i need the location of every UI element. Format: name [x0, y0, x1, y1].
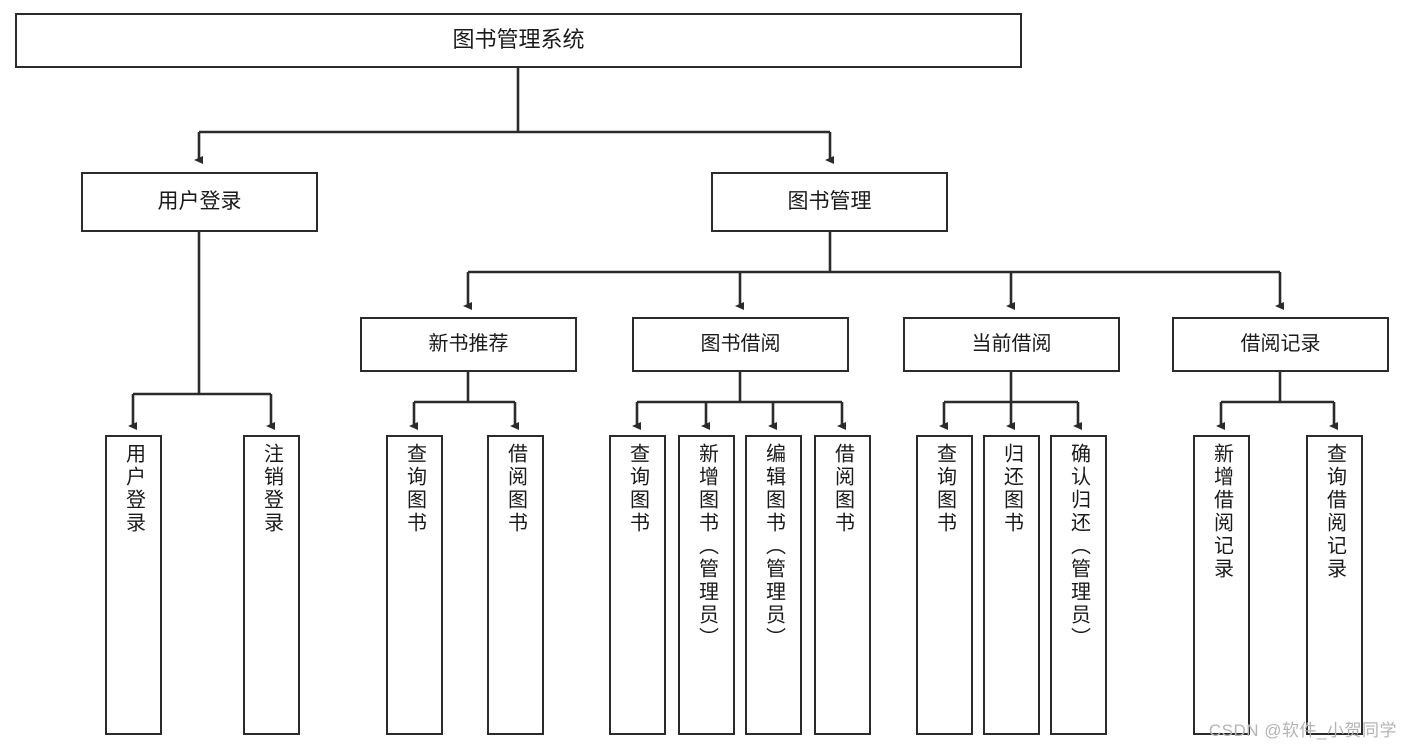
leaf-query-book-recommend[interactable]: 查询图书 — [386, 435, 443, 735]
leaf-query-book-current[interactable]: 查询图书 — [916, 435, 973, 735]
leaf-borrow-book-recommend[interactable]: 借阅图书 — [487, 435, 544, 735]
node-label: 借阅图书 — [831, 443, 854, 535]
leaf-user-login[interactable]: 用户登录 — [105, 435, 162, 735]
node-root-system[interactable]: 图书管理系统 — [15, 13, 1022, 68]
node-label: 确认归还（管理员） — [1067, 443, 1090, 650]
node-book-management[interactable]: 图书管理 — [711, 172, 948, 232]
node-label: 图书借阅 — [700, 333, 781, 356]
node-label: 用户登录 — [122, 443, 145, 535]
leaf-logout[interactable]: 注销登录 — [243, 435, 300, 735]
node-label: 当前借阅 — [971, 333, 1052, 356]
node-label: 查询图书 — [626, 443, 649, 535]
leaf-add-book-admin[interactable]: 新增图书（管理员） — [678, 435, 735, 735]
leaf-edit-book-admin[interactable]: 编辑图书（管理员） — [745, 435, 802, 735]
leaf-confirm-return-admin[interactable]: 确认归还（管理员） — [1050, 435, 1107, 735]
leaf-borrow-book[interactable]: 借阅图书 — [814, 435, 871, 735]
node-label: 用户登录 — [157, 190, 242, 214]
node-label: 新书推荐 — [428, 333, 509, 356]
leaf-query-borrow-record[interactable]: 查询借阅记录 — [1306, 435, 1363, 735]
watermark: CSDN @软件_小贺同学 — [1208, 721, 1397, 740]
node-new-book-recommend[interactable]: 新书推荐 — [360, 317, 577, 372]
node-label: 编辑图书（管理员） — [762, 443, 785, 650]
node-user-login[interactable]: 用户登录 — [81, 172, 318, 232]
leaf-query-book-borrow[interactable]: 查询图书 — [609, 435, 666, 735]
leaf-return-book[interactable]: 归还图书 — [983, 435, 1040, 735]
node-label: 归还图书 — [1000, 443, 1023, 535]
node-label: 图书管理系统 — [452, 27, 585, 53]
node-label: 注销登录 — [260, 443, 283, 535]
node-label: 查询借阅记录 — [1323, 443, 1346, 581]
node-label: 查询图书 — [933, 443, 956, 535]
node-borrow-record[interactable]: 借阅记录 — [1172, 317, 1389, 372]
node-label: 查询图书 — [403, 443, 426, 535]
node-label: 新增借阅记录 — [1210, 443, 1233, 581]
node-label: 借阅记录 — [1240, 333, 1321, 356]
node-book-borrow[interactable]: 图书借阅 — [632, 317, 849, 372]
node-label: 新增图书（管理员） — [695, 443, 718, 650]
leaf-add-borrow-record[interactable]: 新增借阅记录 — [1193, 435, 1250, 735]
node-current-borrow[interactable]: 当前借阅 — [903, 317, 1120, 372]
node-label: 图书管理 — [787, 190, 872, 214]
node-label: 借阅图书 — [504, 443, 527, 535]
